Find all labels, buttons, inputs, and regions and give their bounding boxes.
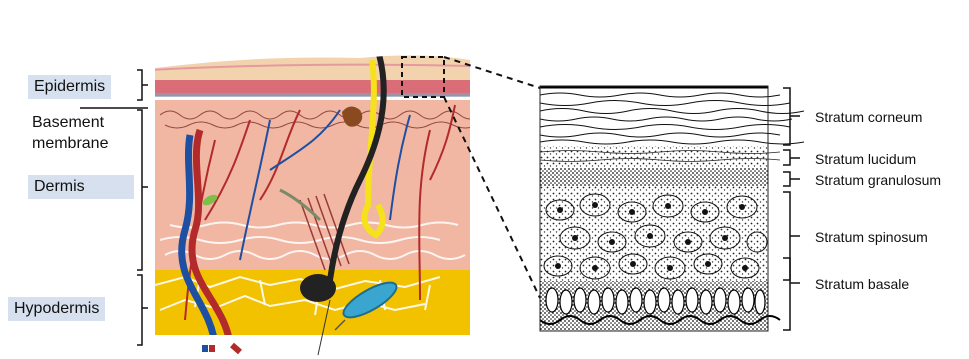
hair-bulb xyxy=(300,274,336,302)
label-stratum-granulosum: Stratum granulosum xyxy=(815,172,941,188)
histology-panel xyxy=(540,86,804,331)
label-stratum-basale: Stratum basale xyxy=(815,276,909,292)
label-basement-line1: Basement xyxy=(32,113,104,133)
label-stratum-spinosum: Stratum spinosum xyxy=(815,229,928,245)
label-dermis: Dermis xyxy=(28,175,134,199)
label-stratum-corneum: Stratum corneum xyxy=(815,109,922,125)
right-brackets xyxy=(783,88,800,330)
label-hypodermis: Hypodermis xyxy=(8,297,105,321)
label-basement-line2: membrane xyxy=(32,134,108,154)
label-stratum-lucidum: Stratum lucidum xyxy=(815,151,916,167)
label-epidermis: Epidermis xyxy=(28,75,111,99)
